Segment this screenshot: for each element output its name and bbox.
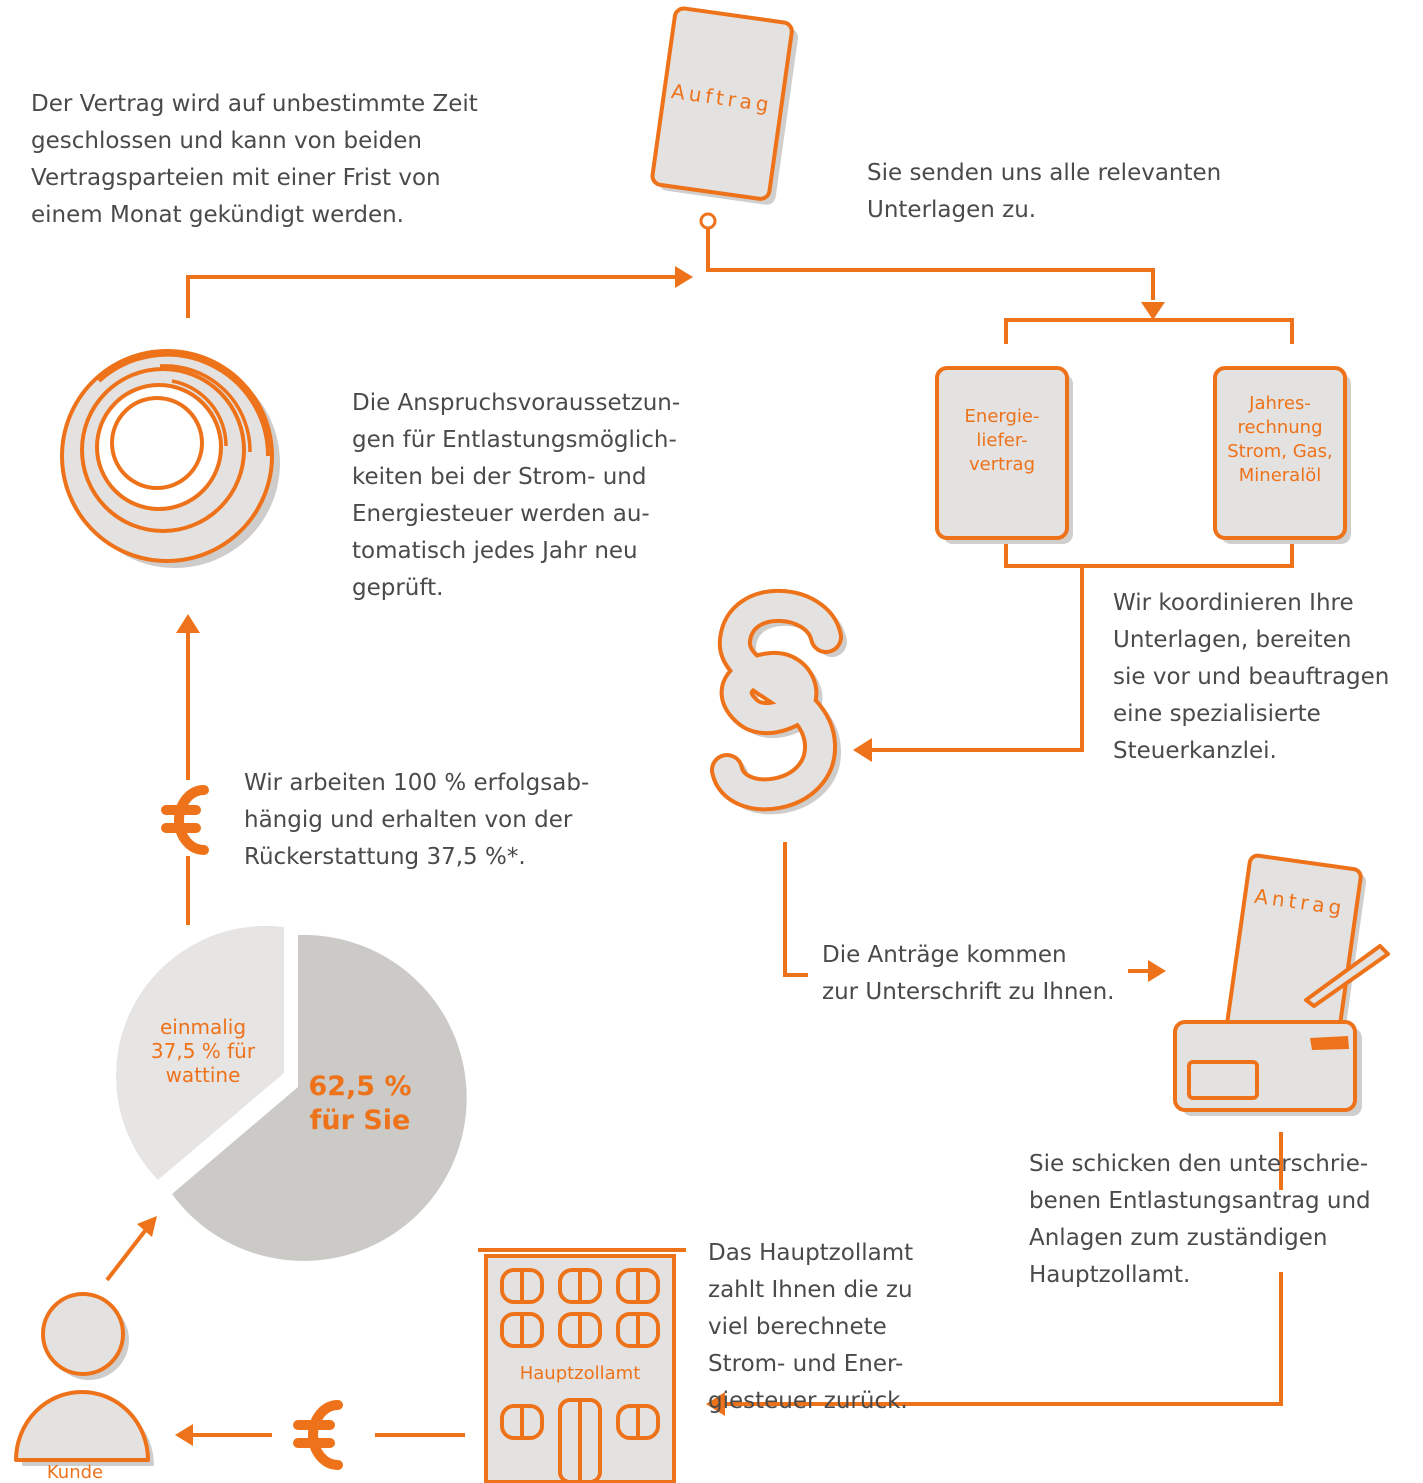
arrow-right-icon xyxy=(1148,960,1166,982)
coordinate-text: Wir koordinieren Ihre Unterlagen, bereit… xyxy=(1113,590,1390,764)
arrow-left-icon xyxy=(175,1424,193,1446)
success-fee-text: Wir arbeiten 100 % erfolgsab- hängig und… xyxy=(244,770,590,870)
arrow-right-icon xyxy=(675,266,693,288)
bracket-bottom xyxy=(1004,542,1294,568)
flow-line-paragraph-down xyxy=(783,842,808,977)
send-documents-text: Sie senden uns alle relevanten Unterlage… xyxy=(867,160,1222,223)
flow-line-order-to-split xyxy=(706,226,1155,300)
bracket-top xyxy=(1004,318,1294,344)
euro-icon xyxy=(161,785,209,855)
pie-slice-large xyxy=(172,934,467,1261)
applications-signature-text: Die Anträge kommen zur Unterschrift zu I… xyxy=(822,942,1115,1005)
cycle-rings-icon xyxy=(60,349,280,568)
energy-contract-icon xyxy=(935,366,1073,544)
euro-icon xyxy=(293,1400,343,1470)
customer-label: Kunde xyxy=(46,1462,104,1483)
pie-small-label: einmalig 37,5 % für wattine xyxy=(150,1015,256,1087)
arrow-down-icon xyxy=(1141,302,1165,320)
flow-line-customer-to-pie xyxy=(105,1225,150,1282)
contract-text: Der Vertrag wird auf unbestimmte Zeit ge… xyxy=(31,91,478,228)
flow-line-to-customs xyxy=(722,1272,1283,1406)
customs-refund-text: Das Hauptzollamt zahlt Ihnen die zu viel… xyxy=(708,1240,914,1414)
arrow-up-icon xyxy=(176,614,200,633)
connector-dot xyxy=(699,212,717,230)
customs-office-label: Hauptzollamt xyxy=(519,1363,641,1384)
check-requirements-text: Die Anspruchsvoraussetzun- gen für Entla… xyxy=(352,390,681,601)
arrow-left-icon xyxy=(706,1392,725,1416)
pie-large-label: 62,5 % für Sie xyxy=(308,1071,412,1136)
person-icon xyxy=(14,1292,154,1466)
paragraph-icon xyxy=(710,588,847,815)
building-icon xyxy=(478,1248,686,1483)
pie-slice-small xyxy=(116,925,284,1180)
arrow-left-icon xyxy=(853,738,872,762)
send-to-customs-text: Sie schicken den unterschrie- benen Entl… xyxy=(1029,1151,1371,1288)
application-envelope-icon xyxy=(1173,853,1390,1116)
flow-line-cycle-to-order xyxy=(186,275,678,318)
connector-lines xyxy=(105,226,1294,1437)
energy-contract-label: Energie- liefer- vertrag xyxy=(964,406,1040,475)
annual-bill-label: Jahres- rechnung Strom, Gas, Mineralöl xyxy=(1227,393,1333,486)
flow-line-to-paragraph xyxy=(872,566,1084,752)
pen-icon xyxy=(1304,944,1390,1008)
annual-bill-icon xyxy=(1213,366,1351,544)
arrow-heads xyxy=(137,266,1166,1446)
stamp-icon xyxy=(1310,1036,1349,1050)
pie-chart xyxy=(116,925,467,1261)
arrow-up-right-icon xyxy=(137,1216,157,1237)
order-document-icon xyxy=(650,6,799,230)
